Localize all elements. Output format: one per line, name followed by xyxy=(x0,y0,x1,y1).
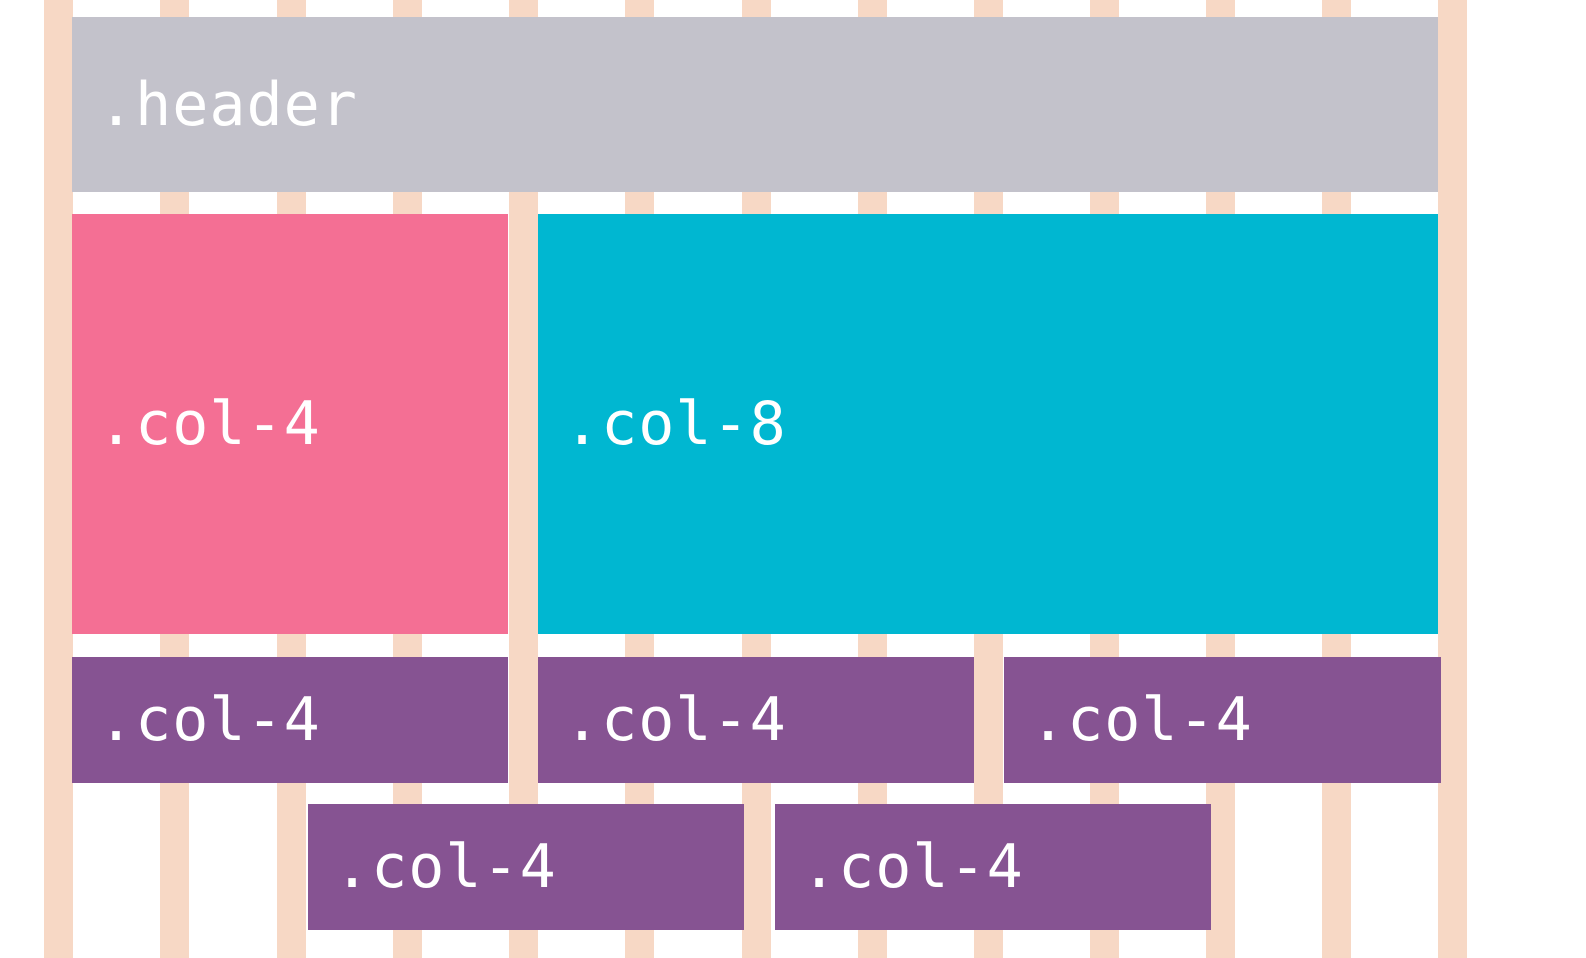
col-8-block: .col-8 xyxy=(538,214,1438,634)
header-block: .header xyxy=(72,17,1438,192)
col-label: .col-4 xyxy=(1030,685,1253,755)
col-4-block: .col-4 xyxy=(1004,657,1441,783)
col-label: .col-4 xyxy=(564,685,787,755)
col-4-block: .col-4 xyxy=(72,214,508,634)
header-label: .header xyxy=(98,69,358,140)
col-label: .col-8 xyxy=(564,389,787,459)
col-label: .col-4 xyxy=(801,832,1024,902)
col-4-block: .col-4 xyxy=(775,804,1211,930)
grid-line xyxy=(44,0,73,958)
col-label: .col-4 xyxy=(98,389,321,459)
col-label: .col-4 xyxy=(98,685,321,755)
col-label: .col-4 xyxy=(334,832,557,902)
grid-line xyxy=(1438,0,1467,958)
col-4-block: .col-4 xyxy=(538,657,974,783)
col-4-block: .col-4 xyxy=(72,657,508,783)
col-4-block: .col-4 xyxy=(308,804,744,930)
